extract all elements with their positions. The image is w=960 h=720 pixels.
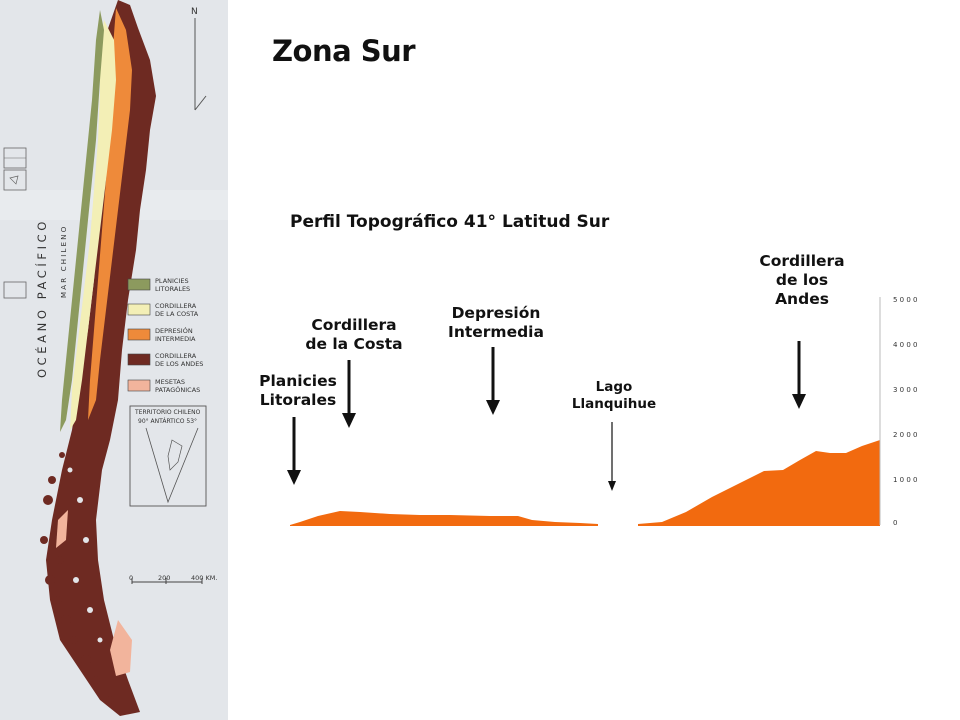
terrain-coast-segment	[290, 511, 598, 526]
antarctic-inset: TERRITORIO CHILENO 90° ANTÁRTICO 53°	[129, 405, 207, 507]
arrow-lago-icon	[608, 422, 616, 491]
legend-depresion-l2: INTERMEDIA	[155, 335, 196, 343]
legend-costa-l1: CORDILLERA	[155, 302, 197, 310]
tick-3000: 3 0 0 0	[893, 386, 918, 394]
label-lago: Lago Llanquihue	[571, 379, 657, 412]
legend-costa-l2: DE LA COSTA	[155, 310, 199, 318]
terrain-andes-segment	[638, 440, 880, 526]
label-costa: Cordillera de la Costa	[305, 316, 403, 353]
arrow-andes-icon	[792, 341, 806, 409]
map-legend: PLANICIES LITORALES CORDILLERA DE LA COS…	[127, 277, 203, 394]
legend-andes-l1: CORDILLERA	[155, 352, 197, 360]
arrow-depresion-icon	[486, 347, 500, 415]
north-label: N	[191, 7, 198, 17]
sea-label: MAR CHILENO	[60, 225, 68, 298]
legend-planicies-l2: LITORALES	[155, 285, 190, 293]
planicies-region	[60, 10, 104, 432]
slide-title: Zona Sur	[272, 34, 416, 68]
scale-bar: 0 200 400 KM.	[129, 574, 217, 584]
tick-0: 0	[893, 519, 897, 527]
antarctic-line1: TERRITORIO CHILENO	[134, 409, 201, 416]
scale-0: 0	[129, 574, 133, 582]
label-andes: Cordillera de los Andes	[759, 252, 845, 308]
north-arrow-icon: N	[191, 7, 207, 111]
legend-planicies-l1: PLANICIES	[155, 277, 189, 285]
ocean-label: OCÉANO PACÍFICO	[34, 218, 49, 378]
tick-2000: 2 0 0 0	[893, 431, 918, 439]
andes-region	[46, 0, 156, 716]
label-planicies: Planicies Litorales	[259, 372, 337, 409]
tick-4000: 4 0 0 0	[893, 341, 918, 349]
chile-relief-map: N OCÉANO PACÍFICO MAR CHILENO PLANICIES …	[0, 0, 228, 720]
arrow-costa-icon	[342, 360, 356, 428]
tick-1000: 1 0 0 0	[893, 476, 918, 484]
tick-5000: 5 0 0 0	[893, 296, 918, 304]
scale-200: 200	[158, 574, 170, 582]
scale-400: 400 KM.	[191, 574, 217, 582]
map-graphic: N OCÉANO PACÍFICO MAR CHILENO PLANICIES …	[0, 0, 228, 720]
elevation-axis: 5 0 0 0 4 0 0 0 3 0 0 0 2 0 0 0 1 0 0 0 …	[879, 296, 918, 527]
depresion-region	[88, 8, 132, 420]
profile-title: Perfil Topográfico 41° Latitud Sur	[290, 212, 610, 232]
label-depresion: Depresión Intermedia	[448, 304, 544, 341]
legend-mesetas-l2: PATAGÓNICAS	[155, 385, 200, 394]
legend-depresion-l1: DEPRESIÓN	[155, 326, 193, 335]
costa-region	[70, 20, 116, 430]
antarctic-line2: 90° ANTÁRTICO 53°	[138, 418, 197, 425]
arrow-planicies-icon	[287, 417, 301, 485]
legend-andes-l2: DE LOS ANDES	[155, 360, 203, 368]
legend-mesetas-l1: MESETAS	[155, 378, 185, 386]
